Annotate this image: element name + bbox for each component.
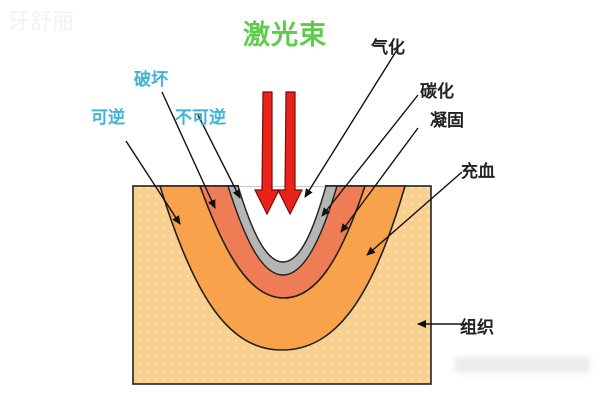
label-reversible: 可逆 <box>91 108 125 128</box>
watermark-logo: 牙舒丽 <box>8 10 75 35</box>
blurred-caption <box>455 357 590 373</box>
label-damage: 破坏 <box>134 70 168 90</box>
pointer-arrows <box>125 49 472 328</box>
label-carbonization: 碳化 <box>420 82 454 102</box>
laser-beam-title: 激光束 <box>243 20 327 51</box>
laser-beam-arrows <box>254 91 303 216</box>
label-irreversible: 不可逆 <box>175 108 226 128</box>
vaporization-crater <box>237 185 327 263</box>
label-tissue: 组织 <box>460 318 494 338</box>
label-congestion: 充血 <box>461 162 495 182</box>
label-coagulation: 凝固 <box>430 111 464 131</box>
label-vaporization: 气化 <box>371 38 405 58</box>
